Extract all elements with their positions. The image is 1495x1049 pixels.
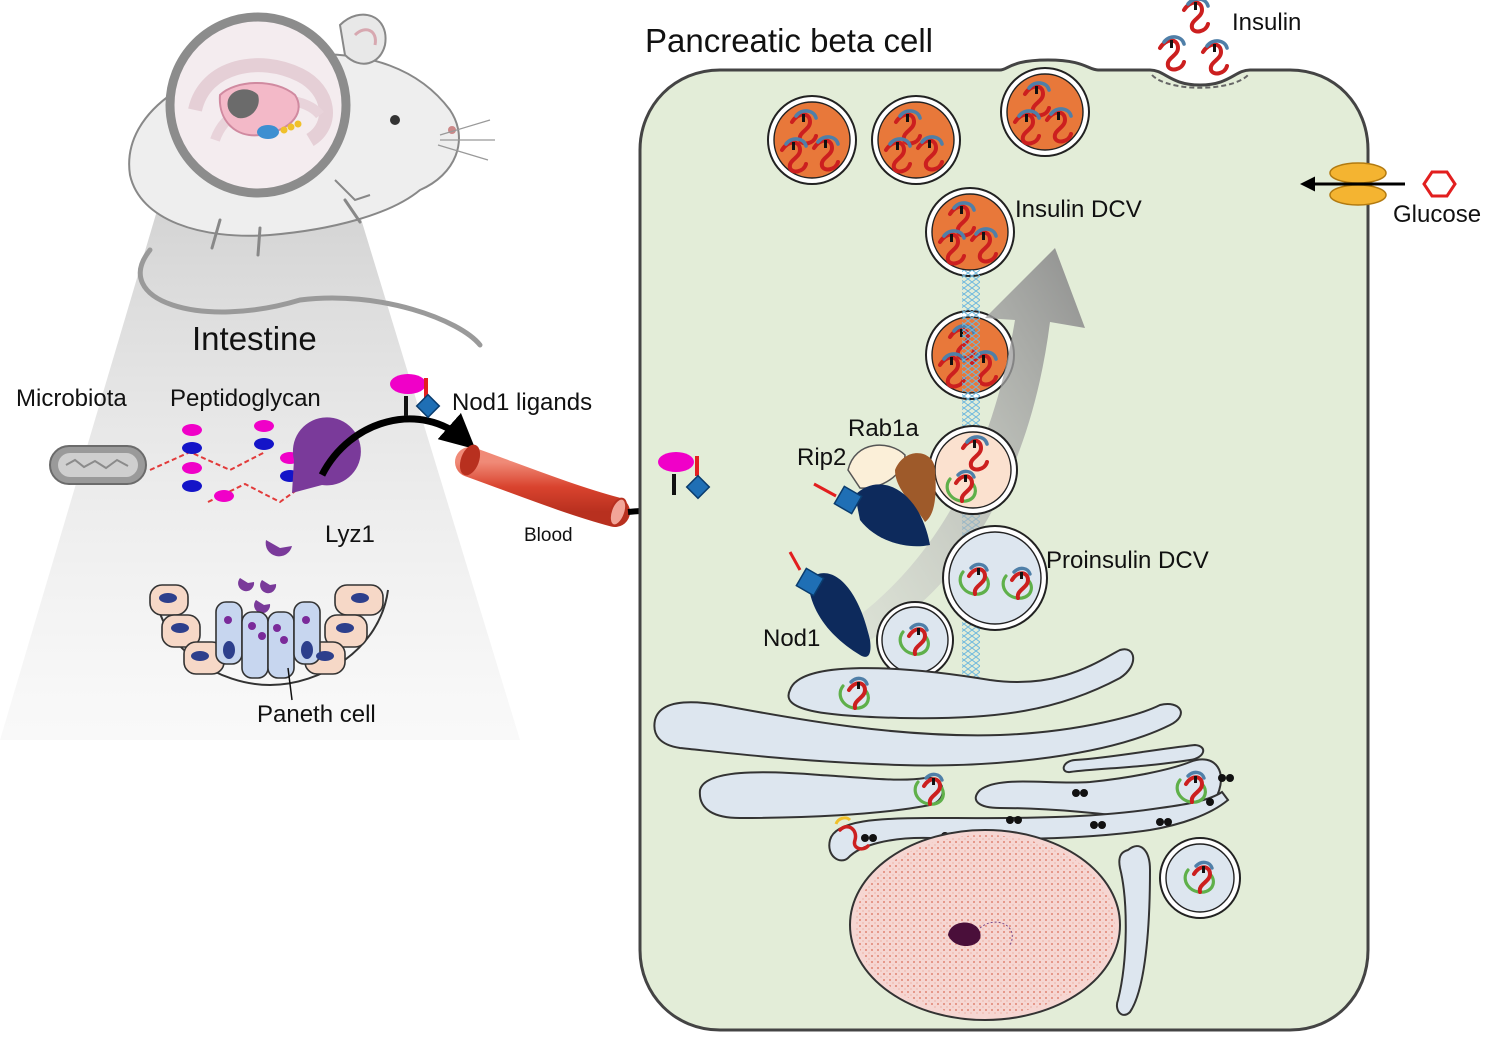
intestine-label: Intestine	[192, 320, 317, 357]
glucose-icon	[1422, 170, 1457, 198]
nod1-ligand-icon	[390, 374, 441, 419]
blood-vessel-icon	[455, 444, 630, 527]
blood-label: Blood	[524, 525, 573, 546]
intestine-panel: Intestine Microbiota Peptidoglycan	[0, 12, 787, 740]
lyz1-enzyme-icon	[292, 417, 361, 493]
er-proinsulin	[834, 676, 1208, 851]
trafficking-arrow	[860, 248, 1085, 640]
nod1-ligand-icon-cell	[658, 452, 711, 500]
rip2-nod1-complex	[813, 482, 930, 547]
secreted-insulin-icon	[1158, 0, 1229, 76]
rip2-label: Rip2	[797, 444, 846, 471]
insulin-dcv-label: Insulin DCV	[1015, 196, 1142, 223]
paneth-cell-crypt	[149, 584, 389, 701]
lysozyme-granule-icon	[238, 540, 292, 614]
bacterium-icon	[49, 445, 147, 485]
rab1a-label: Rab1a	[848, 415, 919, 442]
microbiota-label: Microbiota	[16, 385, 127, 412]
beta-cell-title: Pancreatic beta cell	[645, 22, 933, 59]
proinsulin-granules	[876, 525, 1241, 919]
maturing-granule	[928, 425, 1018, 515]
nucleus	[849, 829, 1152, 1021]
golgi-er-stack	[653, 648, 1230, 862]
nod1-ligands-label: Nod1 ligands	[452, 389, 592, 416]
glucose-label: Glucose	[1393, 201, 1481, 228]
ligand-transport-arrow	[318, 412, 476, 477]
intestinal-lumen-icon	[257, 125, 279, 139]
nod1-label: Nod1	[763, 625, 820, 652]
glucose-transporter-icon	[1300, 162, 1405, 206]
magnifier-lens	[165, 12, 351, 198]
nod1-receptor-icon	[788, 551, 871, 657]
peptidoglycan-label: Peptidoglycan	[170, 385, 321, 412]
paneth-cell-label: Paneth cell	[257, 701, 376, 728]
lyz1-label: Lyz1	[325, 521, 375, 548]
beta-cell-panel: Pancreatic beta cell Insulin Glucose Ins…	[638, 0, 1481, 1032]
proinsulin-dcv-label: Proinsulin DCV	[1046, 547, 1209, 574]
rab1a-icon	[847, 444, 936, 522]
insulin-label: Insulin	[1232, 9, 1301, 36]
